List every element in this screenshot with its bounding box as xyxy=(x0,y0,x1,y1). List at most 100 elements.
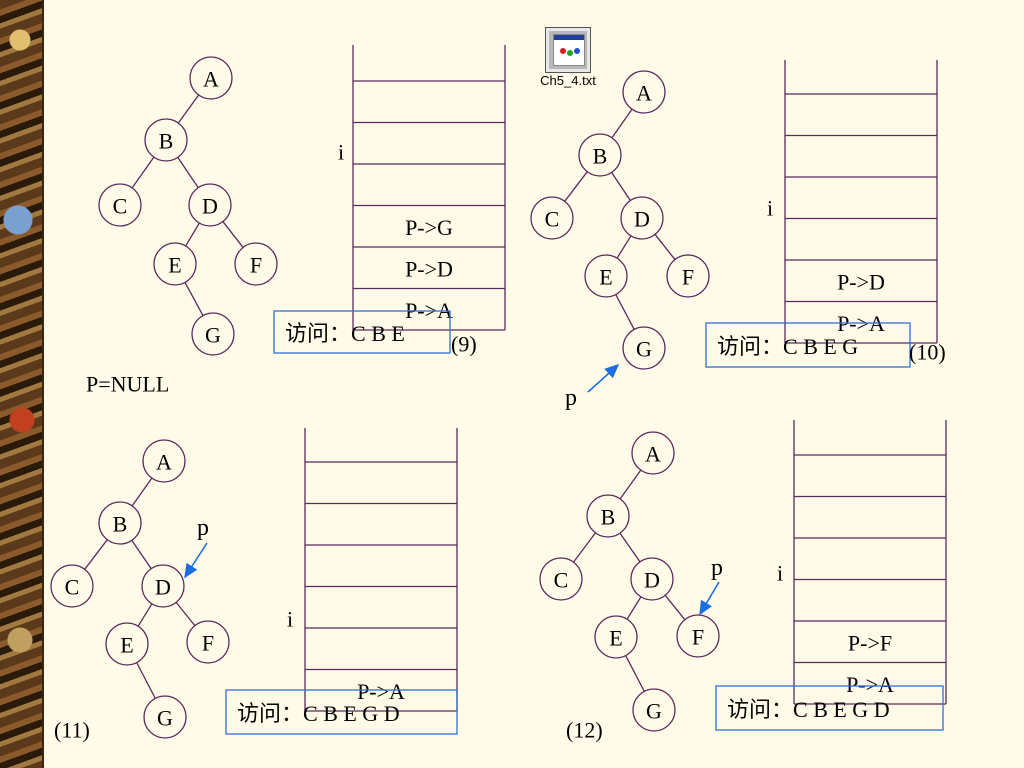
tree-edge xyxy=(611,108,633,139)
file-icon-dot xyxy=(560,48,566,54)
file-icon-dot xyxy=(574,48,580,54)
tree-node-label: D xyxy=(202,194,218,219)
tree-node-circle xyxy=(631,431,675,475)
tree-edge xyxy=(185,222,200,247)
tree-node-circle xyxy=(191,312,235,356)
visit-box-border xyxy=(225,689,458,735)
tree-node-b: B xyxy=(144,118,188,162)
tree-edge xyxy=(84,539,108,570)
visit-sequence: C B E G D xyxy=(793,697,890,722)
tree-node-circle xyxy=(186,620,230,664)
tree-edge xyxy=(222,221,244,248)
tree-node-circle xyxy=(620,196,664,240)
tree-node-label: C xyxy=(113,194,128,219)
tree-node-e: E xyxy=(153,242,197,286)
tree-edge xyxy=(615,294,635,330)
tree-node-c: C xyxy=(539,557,583,601)
tree-node-label: G xyxy=(205,323,221,348)
pointer-label: p xyxy=(197,515,209,541)
tree-node-circle xyxy=(676,614,720,658)
tree-node-circle xyxy=(622,326,666,370)
tree-edge xyxy=(626,596,642,620)
tree-edge xyxy=(619,469,642,500)
stack-item: P->G xyxy=(405,215,453,240)
stack: P->DP->Ai xyxy=(767,60,938,344)
tree-node-d: D xyxy=(620,196,664,240)
step-number: (9) xyxy=(451,332,477,357)
tree-edge xyxy=(654,234,676,260)
visit-label: 访问： xyxy=(727,697,793,722)
tree-node-circle xyxy=(234,242,278,286)
stack-top-index-label: i xyxy=(767,196,773,221)
pointer-arrow xyxy=(587,363,620,393)
tree-node-label: B xyxy=(593,144,608,169)
tree-node-g: G xyxy=(632,688,676,732)
stack-item: P->A xyxy=(357,679,405,704)
tree-node-c: C xyxy=(98,183,142,227)
visit-box: 访问：C B E G D xyxy=(225,689,458,735)
tree-node-label: D xyxy=(644,568,660,593)
tree-node-e: E xyxy=(594,615,638,659)
pointer-arrow xyxy=(184,542,208,579)
tree-node-circle xyxy=(98,501,142,545)
tree-edge xyxy=(177,94,200,124)
pointer-label: p xyxy=(711,555,723,581)
visit-text: 访问：C B E G xyxy=(717,334,858,359)
file-icon-dot xyxy=(567,50,573,56)
tree-node-a: A xyxy=(142,439,186,483)
tree-node-d: D xyxy=(141,564,185,608)
tree-node-label: B xyxy=(159,129,174,154)
tree-node-label: A xyxy=(636,81,652,106)
visit-box-border xyxy=(705,322,911,368)
stack-item: P->F xyxy=(848,630,892,655)
tree-node-g: G xyxy=(143,695,187,739)
tree-node-circle xyxy=(188,183,232,227)
tree-node-label: A xyxy=(645,442,661,467)
tree-node-circle xyxy=(105,622,149,666)
tree-node-circle xyxy=(143,695,187,739)
file-icon-bar xyxy=(554,35,584,40)
tree-node-label: E xyxy=(599,265,612,290)
tree-node-circle xyxy=(189,56,233,100)
visit-box: 访问：C B E xyxy=(273,310,451,354)
tree-node-f: F xyxy=(186,620,230,664)
file-name-label[interactable]: Ch5_4.txt xyxy=(540,73,596,88)
visit-sequence: C B E G xyxy=(783,334,858,359)
tree-node-circle xyxy=(50,564,94,608)
tree-node-label: G xyxy=(157,706,173,731)
pointer-label: p xyxy=(565,385,577,411)
tree-node-circle xyxy=(98,183,142,227)
tree-node-label: D xyxy=(155,575,171,600)
stack-top-index-label: i xyxy=(338,140,344,165)
tree-node-label: C xyxy=(65,575,80,600)
tree-node-label: A xyxy=(203,67,219,92)
tree-node-label: E xyxy=(609,626,622,651)
visit-text: 访问：C B E G D xyxy=(237,701,400,726)
tree-node-label: F xyxy=(682,265,694,290)
tree-edge xyxy=(573,532,596,563)
visit-text: 访问：C B E xyxy=(285,321,405,346)
tree-node-circle xyxy=(584,254,628,298)
tree-node-label: C xyxy=(554,568,569,593)
decorative-side-strip xyxy=(0,0,44,768)
visit-label: 访问： xyxy=(237,701,303,726)
tree-node-d: D xyxy=(188,183,232,227)
tree-node-b: B xyxy=(578,133,622,177)
tree-node-a: A xyxy=(631,431,675,475)
stack-top-index-label: i xyxy=(287,607,293,632)
stack-item: P->D xyxy=(837,269,885,294)
pointer-arrow xyxy=(699,581,720,616)
tree-node-label: E xyxy=(168,253,181,278)
tree-node-label: D xyxy=(634,207,650,232)
stack-item: P->D xyxy=(405,256,453,281)
tree-node-label: G xyxy=(646,699,662,724)
tree-edge xyxy=(619,532,641,563)
tree-edge xyxy=(137,603,153,627)
visit-sequence: C B E xyxy=(351,321,405,346)
tree-node-d: D xyxy=(630,557,674,601)
text-file-icon[interactable] xyxy=(545,27,591,73)
tree-edge xyxy=(625,655,645,692)
